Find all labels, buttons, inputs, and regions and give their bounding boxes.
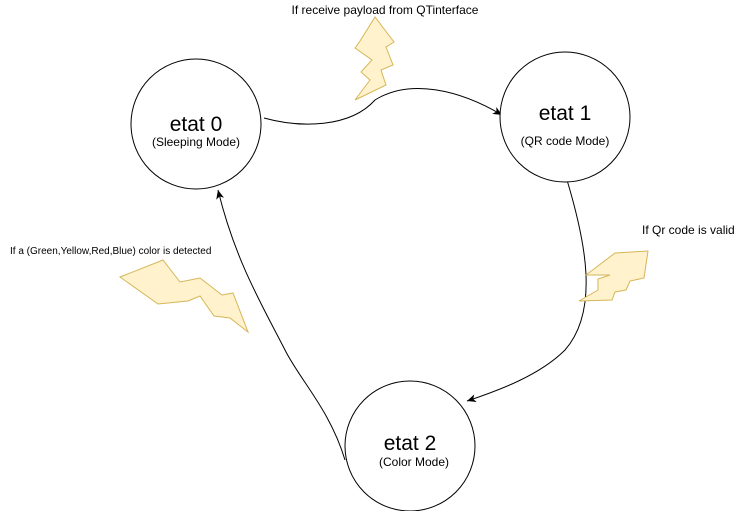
transition-label-etat2-etat0: If a (Green,Yellow,Red,Blue) color is de… (10, 246, 211, 257)
state-etat0: etat 0 (Sleeping Mode) (130, 58, 262, 190)
edge-etat1-to-etat2 (466, 179, 587, 402)
state-etat1: etat 1 (QR code Mode) (499, 51, 631, 183)
state-etat2-name: etat 2 (384, 432, 437, 455)
state-etat1-name: etat 1 (539, 102, 592, 125)
lightning-bolt-icon (354, 16, 395, 101)
transition-label-etat0-etat1: If receive payload from QTinterface (292, 3, 479, 17)
lightning-bolt-icon (578, 250, 649, 302)
state-etat1-subtitle: (QR code Mode) (521, 134, 610, 148)
transition-label-etat1-etat2: If Qr code is valid (642, 223, 735, 237)
edge-etat0-to-etat1 (263, 88, 503, 125)
state-etat2: etat 2 (Color Mode) (344, 380, 476, 511)
state-etat0-name: etat 0 (170, 113, 223, 136)
lightning-bolt-icon (118, 259, 250, 334)
state-etat0-subtitle: (Sleeping Mode) (152, 135, 240, 149)
edge-etat2-to-etat0 (216, 189, 346, 461)
state-etat2-subtitle: (Color Mode) (379, 455, 449, 469)
